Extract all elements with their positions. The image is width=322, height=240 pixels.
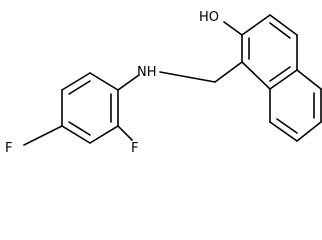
bond-c6p-c1p: [89, 72, 119, 91]
bond-c2-c3: [241, 14, 271, 36]
fluoro-para-label: F: [5, 141, 12, 156]
bond-c4a-c8a: [269, 69, 298, 90]
bond-c7-c6: [296, 121, 322, 142]
bond-c1-ch2: [214, 61, 243, 83]
bond-c4a-c8a-inner: [269, 66, 291, 82]
bond-c3-c4: [269, 14, 298, 36]
bond-c5p-c6p-inner: [68, 80, 91, 95]
bond-c8-c7: [269, 121, 298, 142]
bond-c2p-c3p: [89, 125, 119, 144]
bond-c2-oh: [223, 21, 243, 36]
fluoro-ortho-label: F: [131, 141, 138, 156]
bond-c4p-f: [23, 125, 63, 146]
bond-c2p-f: [117, 125, 133, 141]
bond-c8-c7-inner: [276, 118, 298, 134]
bond-c3p-c4p-inner: [68, 121, 91, 136]
molecule-structure-diagram: HO NH F F: [5, 10, 322, 156]
bond-n-aryl: [117, 74, 140, 91]
bond-c8a-c1: [241, 61, 271, 90]
bond-ch2-n: [159, 71, 216, 83]
difluorophenyl-ring: [61, 72, 119, 144]
naphthalene-rings: [241, 14, 322, 142]
bond-c5p-c6p: [61, 72, 91, 91]
hydroxyl-label: HO: [199, 10, 219, 25]
bond-c3p-c4p: [61, 125, 91, 144]
bond-c5-c4a: [296, 69, 322, 90]
amine-label: NH: [137, 65, 157, 80]
bond-c3-c4-inner: [269, 22, 291, 39]
